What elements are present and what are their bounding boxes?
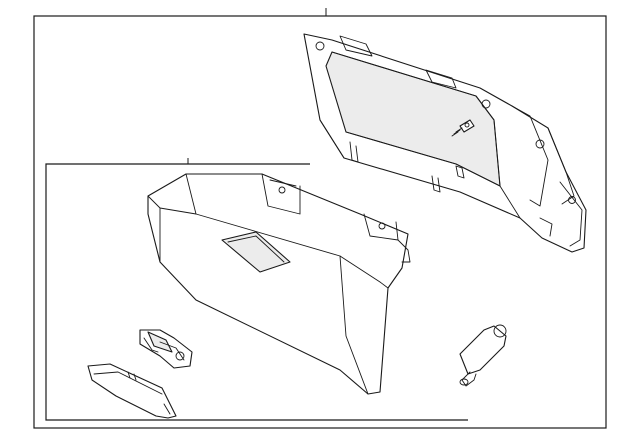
latch [139, 329, 193, 369]
outer-frame [33, 15, 607, 429]
door-handle [87, 363, 177, 419]
glove-box-frame [303, 33, 587, 253]
inner-frame [45, 163, 468, 421]
glove-box-door [147, 173, 411, 395]
damper [459, 324, 507, 387]
mounting-screw [451, 119, 475, 137]
